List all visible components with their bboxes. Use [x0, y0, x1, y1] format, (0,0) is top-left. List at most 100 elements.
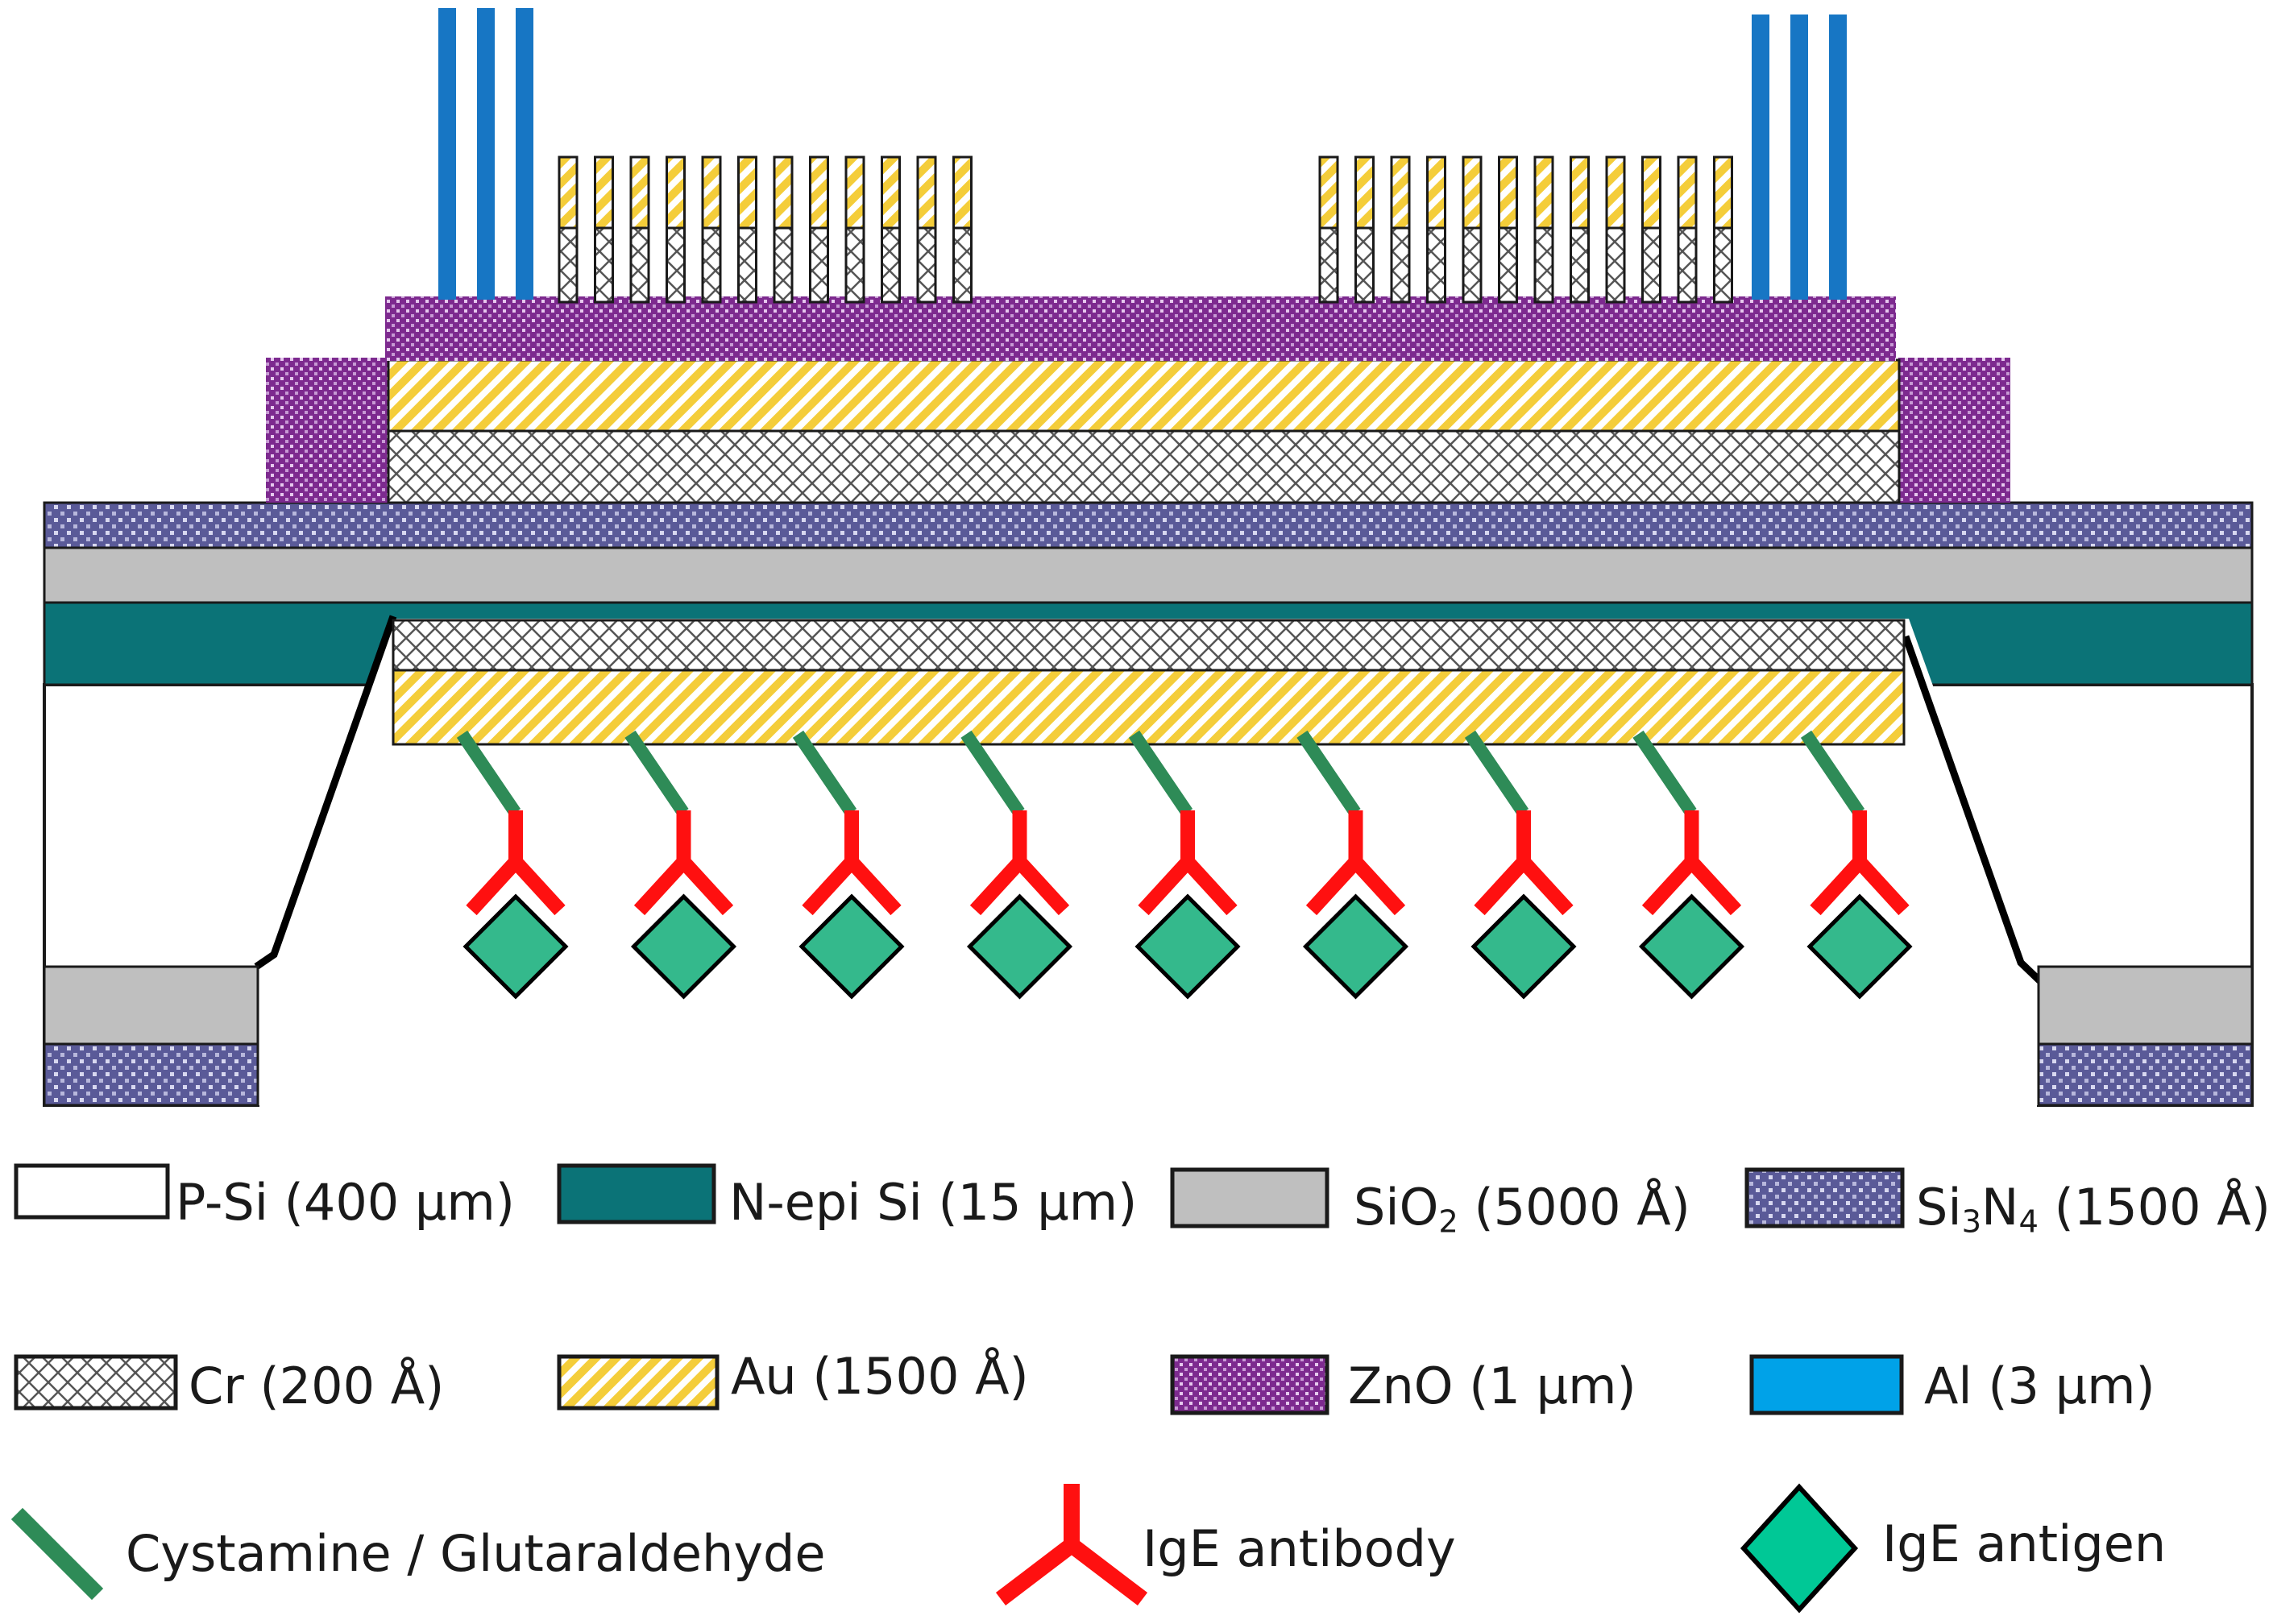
idt-finger-cr — [1713, 226, 1733, 304]
si3n4-bottom-right — [2037, 1042, 2254, 1107]
idt-finger-au — [1677, 155, 1698, 230]
idt-finger-au — [1605, 155, 1626, 230]
ige-antigen — [1638, 893, 1745, 1000]
legend-swatch-zno — [1170, 1354, 1329, 1415]
idt-finger-cr — [1462, 226, 1483, 304]
ige-antigen — [462, 893, 569, 1000]
zno-side-right — [1898, 358, 2010, 503]
cavity-sidewall-left — [254, 615, 397, 970]
al-line — [1829, 14, 1847, 300]
cystamine-linker — [1800, 730, 1865, 817]
cystamine-linker — [792, 730, 857, 817]
idt-finger-au — [1426, 155, 1446, 230]
ige-antibody — [802, 810, 902, 916]
idt-finger-cr — [1354, 226, 1375, 304]
ige-antibody — [1138, 810, 1238, 916]
idt-finger-au — [1354, 155, 1375, 230]
idt-finger-cr — [844, 226, 865, 304]
si3n4-top-layer — [43, 501, 2254, 549]
legend-label-ige-antibody: IgE antibody — [1143, 1519, 1456, 1578]
legend-swatch-n-epi-si — [557, 1163, 716, 1224]
au-bottom-electrode — [392, 669, 1906, 746]
ige-antibody — [1474, 810, 1574, 916]
idt-finger-cr — [881, 226, 901, 304]
idt-finger-au — [1570, 155, 1590, 230]
cavity-sidewall-right — [1902, 635, 2043, 984]
legend-label-zno: ZnO (1 µm) — [1348, 1357, 1636, 1415]
au-top-electrode — [387, 358, 1901, 433]
ige-antibody — [1305, 810, 1406, 916]
receptor-unit — [456, 730, 569, 1000]
receptor-unit — [1632, 730, 1745, 1000]
idt-finger-cr — [1390, 226, 1411, 304]
idt-finger-au — [773, 155, 794, 230]
legend-label-ige-antigen: IgE antigen — [1882, 1514, 2167, 1573]
idt-finger-au — [809, 155, 829, 230]
ige-antibody — [1810, 810, 1910, 916]
ige-antigen — [798, 893, 905, 1000]
cystamine-linker — [1296, 730, 1361, 817]
idt-finger-au — [916, 155, 937, 230]
sio2-bottom-right — [2037, 965, 2254, 1046]
receptor-unit — [960, 730, 1073, 1000]
ige-antigen — [1134, 893, 1241, 1000]
legend-label-si3n4: Si3N4 (1500 Å) — [1916, 1178, 2271, 1241]
ige-antibody — [633, 810, 734, 916]
cystamine-linker — [624, 730, 689, 817]
cystamine-linker — [1464, 730, 1529, 817]
idt-finger-au — [881, 155, 901, 230]
receptor-unit — [792, 730, 905, 1000]
al-line — [477, 8, 495, 300]
idt-finger-cr — [737, 226, 757, 304]
zno-side-left — [266, 358, 391, 503]
receptor-unit — [1800, 730, 1913, 1000]
legend-swatch-sio2 — [1170, 1167, 1329, 1228]
idt-finger-cr — [952, 226, 973, 304]
idt-finger-cr — [558, 226, 579, 304]
device-layers — [43, 8, 2254, 1107]
ige-antigen — [1470, 893, 1577, 1000]
idt-finger-cr — [773, 226, 794, 304]
cystamine-linker — [1128, 730, 1193, 817]
al-contact-right — [1752, 14, 1847, 300]
legend-label-n-epi-si: N-epi Si (15 µm) — [729, 1173, 1138, 1232]
ige-antibody — [466, 810, 566, 916]
idt-finger-cr — [809, 226, 829, 304]
bio-receptor-layer — [456, 730, 1913, 1000]
zno-piezo-layer — [385, 296, 1896, 361]
legend — [10, 1163, 1905, 1614]
idt-finger-cr — [1498, 226, 1518, 304]
idt-finger-au — [1462, 155, 1483, 230]
sio2-bottom-left — [43, 965, 259, 1046]
receptor-unit — [1128, 730, 1241, 1000]
cr-bottom-electrode — [392, 619, 1906, 672]
idt-finger-au — [1390, 155, 1411, 230]
idt-finger-cr — [1641, 226, 1661, 304]
receptor-unit — [1296, 730, 1409, 1000]
ige-antigen — [1806, 893, 1913, 1000]
idt-finger-cr — [629, 226, 650, 304]
legend-icon-ige-antigen — [1740, 1483, 1859, 1614]
receptor-unit — [624, 730, 737, 1000]
legend-label-au: Au (1500 Å) — [731, 1347, 1029, 1406]
receptor-unit — [1464, 730, 1577, 1000]
idt-left — [558, 155, 973, 304]
idt-finger-au — [594, 155, 614, 230]
cystamine-linker — [456, 730, 521, 817]
idt-finger-au — [666, 155, 686, 230]
legend-swatch-p-si — [14, 1163, 170, 1220]
idt-finger-cr — [916, 226, 937, 304]
idt-finger-au — [844, 155, 865, 230]
idt-finger-cr — [1318, 226, 1339, 304]
idt-finger-au — [1318, 155, 1339, 230]
legend-swatch-al — [1749, 1354, 1904, 1415]
idt-finger-cr — [1570, 226, 1590, 304]
al-line — [516, 8, 533, 300]
si3n4-bottom-left — [43, 1042, 259, 1107]
idt-finger-au — [558, 155, 579, 230]
idt-finger-cr — [1533, 226, 1554, 304]
al-line — [1752, 14, 1769, 300]
idt-finger-cr — [666, 226, 686, 304]
idt-finger-au — [629, 155, 650, 230]
idt-finger-au — [1641, 155, 1661, 230]
